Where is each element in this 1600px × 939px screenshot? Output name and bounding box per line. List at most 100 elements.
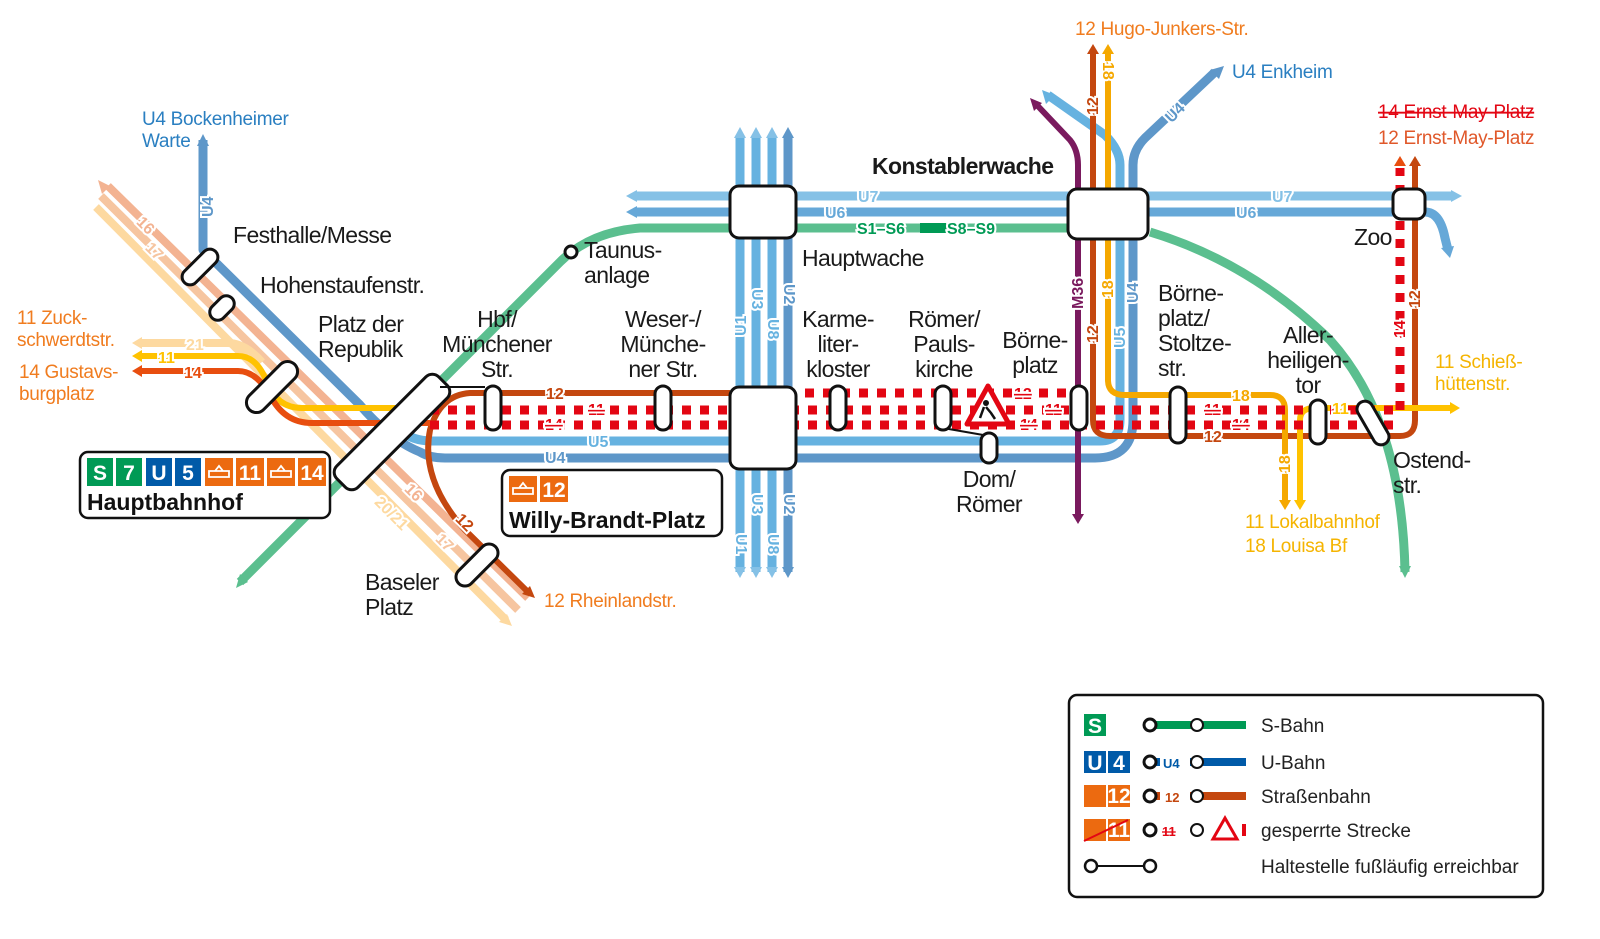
stop-platz-der-republik[interactable] <box>242 357 301 416</box>
line-17 <box>98 193 521 613</box>
stop-hauptbahnhof[interactable] <box>330 370 453 493</box>
line-label-s1-s6: S1–S6 <box>857 221 905 238</box>
stop-zoo[interactable] <box>1391 187 1427 221</box>
arrow-m36-n <box>1030 98 1042 111</box>
stop-ostendstr[interactable] <box>1354 398 1392 448</box>
s-bahn-tunnel-segment <box>920 223 946 233</box>
stop-roemer[interactable] <box>933 384 953 432</box>
line-label-m36: M36 <box>1070 278 1087 309</box>
label-roemer-2: Pauls- <box>913 331 975 357</box>
arrow-14-w <box>132 365 142 377</box>
label-konstablerwache: Konstablerwache <box>872 153 1053 179</box>
stop-karmeliterkloster[interactable] <box>828 384 848 432</box>
stop-hauptwache[interactable] <box>728 184 798 240</box>
dest-lokalbahnhof: 11 Lokalbahnhof <box>1245 512 1381 533</box>
label-stoltze-3: Stoltze- <box>1158 330 1231 356</box>
arrow-u5-n <box>1042 90 1055 104</box>
arrow-u7-w <box>626 190 637 202</box>
line-label-14-zoo: 14 <box>1392 320 1409 338</box>
stop-konstablerwache[interactable] <box>1066 187 1150 241</box>
arrow-u6-w <box>626 206 637 218</box>
stop-hohenstaufen[interactable] <box>206 292 237 323</box>
legend-label-tram: Straßenbahn <box>1261 787 1371 808</box>
stop-willy-brandt-platz[interactable] <box>728 385 798 471</box>
stop-boerneplatz[interactable] <box>1069 384 1089 432</box>
dest-rheinland: 12 Rheinlandstr. <box>544 591 677 612</box>
dest-schiess-2: hüttenstr. <box>1435 374 1510 395</box>
legend-11-line-label: 11 <box>1162 824 1176 839</box>
tram-arrows <box>98 44 1460 626</box>
label-hbf-2: Münchener <box>442 331 553 357</box>
badge-u <box>146 458 172 486</box>
dest-ernst-may-14: 14 Ernst-May-Platz <box>1378 102 1534 123</box>
arrow-u2 <box>782 127 794 138</box>
badge-11 <box>236 458 264 486</box>
legend-construction-icon <box>1210 814 1240 841</box>
dest-bockenheimer-2: Warte <box>142 131 190 152</box>
stop-taunusanlage[interactable] <box>563 244 579 260</box>
label-hbf-3: Str. <box>481 356 513 382</box>
line-21-west <box>140 339 265 365</box>
line-label-14: 14 <box>184 365 202 382</box>
label-roemer-1: Römer/ <box>908 306 981 332</box>
label-baseler-1: Baseler <box>365 569 440 595</box>
line-label-18-c: 18 <box>1100 280 1117 298</box>
line-label-12-n: 12 <box>1085 97 1102 115</box>
label-boerneplatz-2: platz <box>1012 352 1058 378</box>
arrow-u8 <box>766 127 778 138</box>
stop-allerheiligentor[interactable] <box>1308 398 1328 446</box>
stop-boerneplatz-stoltze[interactable] <box>1168 385 1188 445</box>
badge-s-text: S <box>93 462 107 485</box>
line-label-14-closed-c: 14 <box>1232 417 1250 434</box>
arrow-u1-s <box>734 567 746 578</box>
label-platz-republik-1: Platz der <box>318 311 404 337</box>
stop-hbf-muenchener[interactable] <box>483 384 503 432</box>
label-zoo: Zoo <box>1354 224 1392 250</box>
stop-dom-roemer[interactable] <box>979 431 999 465</box>
line-20-21 <box>93 204 509 623</box>
willy-brandt-name: Willy-Brandt-Platz <box>509 507 706 533</box>
badge-u5 <box>175 458 201 486</box>
line-label-12-closed: 12 <box>1014 386 1032 403</box>
arrow-m36-s <box>1072 514 1084 524</box>
badge-u5-text: 5 <box>182 462 194 485</box>
label-weser-3: ner Str. <box>628 356 697 382</box>
line-label-12-c: 12 <box>1085 325 1102 343</box>
arrow-u4-west <box>197 134 209 146</box>
legend-label-sbahn: S-Bahn <box>1261 716 1324 737</box>
label-hohenstaufen: Hohenstaufenstr. <box>260 272 424 298</box>
legend-u-badge: U <box>1087 752 1102 775</box>
legend-label-closed: gesperrte Strecke <box>1261 821 1411 842</box>
legend-label-walk: Haltestelle fußläufig erreichbar <box>1261 857 1519 878</box>
stop-baseler-platz[interactable] <box>452 540 501 589</box>
legend-label-ubahn: U-Bahn <box>1261 753 1325 774</box>
label-karmeliter-3: kloster <box>806 356 870 382</box>
label-allerheiligen-2: heiligen- <box>1267 347 1349 373</box>
line-label-14-closed-b: 14 <box>1020 417 1038 434</box>
dest-ernst-may-12: 12 Ernst-May-Platz <box>1378 128 1534 149</box>
line-label-u4-c: U4 <box>1125 282 1142 303</box>
line-label-18-e: 18 <box>1232 388 1250 405</box>
badge-u-text: U <box>151 462 166 485</box>
label-stoltze-4: str. <box>1158 355 1186 381</box>
arrow-20-21-se <box>499 614 512 626</box>
arrow-11-s <box>1294 500 1306 510</box>
arrow-14-ernst-may <box>1394 156 1406 166</box>
label-ostend-2: str. <box>1393 472 1421 498</box>
badge-s7 <box>116 458 142 486</box>
label-hauptwache: Hauptwache <box>802 245 924 271</box>
tram-12-line <box>425 52 1418 595</box>
label-hbf-1: Hbf/ <box>477 306 518 332</box>
arrow-u3-s <box>750 567 762 578</box>
line-label-s8-s9: S8–S9 <box>947 221 995 238</box>
label-stoltze-1: Börne- <box>1158 280 1223 306</box>
line-label-u8: U8 <box>764 319 781 340</box>
line-label-12: 12 <box>546 386 564 403</box>
line-label-21: 21 <box>186 337 204 354</box>
tram-lines-16-17-20-21 <box>93 183 531 623</box>
line-label-18-n: 18 <box>1099 62 1116 80</box>
dest-gustavs-2: burgplatz <box>19 384 94 405</box>
line-label-u2: U2 <box>780 284 797 305</box>
line-label-u6: U6 <box>825 205 846 222</box>
stop-weser[interactable] <box>653 384 673 432</box>
